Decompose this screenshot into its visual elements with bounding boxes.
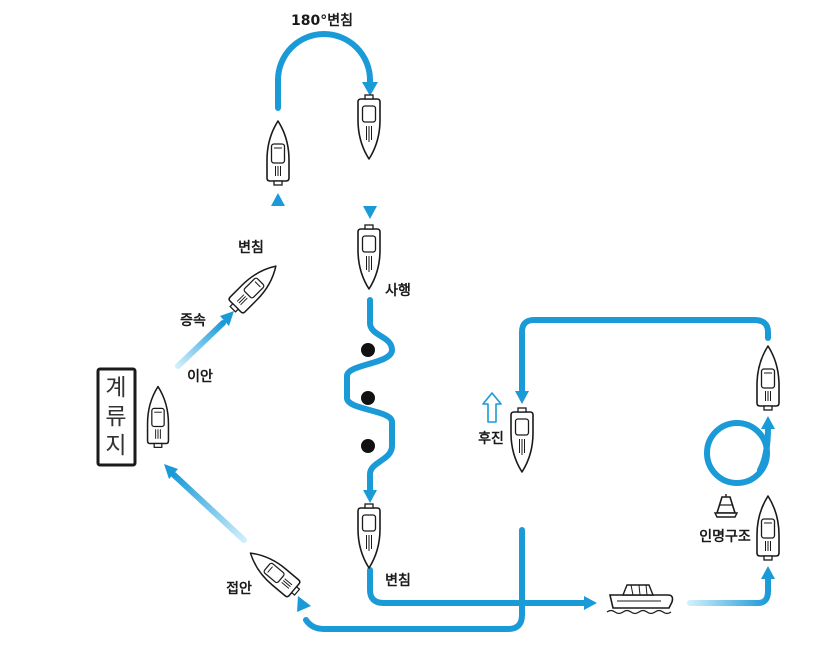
label-turn-2: 변침 (385, 573, 411, 589)
arrowhead-icon (515, 391, 529, 404)
arrowhead-icon (363, 490, 377, 503)
dot-marker-icon (361, 439, 375, 453)
arrowhead-icon (761, 566, 775, 579)
path-reverse (303, 527, 525, 632)
path-u-turn (275, 31, 373, 111)
boat-icon (146, 385, 170, 449)
mooring-label-3: 지 (105, 433, 126, 459)
path-to-rescue (687, 575, 771, 606)
boat-icon (266, 120, 290, 186)
dot-marker-icon (361, 391, 375, 405)
boat-icon (756, 345, 780, 411)
boat-icon (606, 584, 674, 615)
arrowhead-icon (363, 206, 377, 219)
arrowhead-icon (297, 596, 311, 612)
course-path (164, 31, 775, 632)
path-return-top (519, 317, 771, 395)
boats (146, 94, 780, 615)
label-rescue: 인명구조 (699, 528, 751, 545)
boat-icon (357, 94, 381, 160)
path-rescue-up (757, 425, 771, 473)
dot-marker-icon (361, 343, 375, 357)
hollow-up-arrow-icon (482, 392, 502, 423)
mooring-label-1: 계 (105, 375, 126, 401)
arrowhead-icon (584, 596, 597, 610)
boat-icon (357, 503, 381, 569)
labels: 180°변침 변침 증속 이안 사행 후진 인명구조 변침 접안 (180, 13, 751, 597)
label-docking: 접안 (226, 580, 252, 597)
arrowhead-icon (761, 416, 775, 429)
label-u-turn: 180°변침 (291, 13, 353, 29)
mooring-label-2: 류 (105, 404, 126, 430)
boat-icon (510, 407, 534, 473)
path-slalom (344, 297, 395, 495)
arrowhead-icon (362, 82, 378, 96)
slalom-markers (361, 343, 375, 453)
path-docking (171, 472, 247, 543)
path-departure (175, 320, 226, 369)
label-turn-1: 변침 (238, 240, 264, 256)
buoy-icon (713, 494, 739, 518)
path-rescue-loop (704, 420, 770, 486)
label-speed-up: 증속 (180, 313, 206, 329)
label-slalom: 사행 (385, 283, 411, 299)
boat-icon (357, 224, 381, 290)
boat-icon (242, 544, 305, 601)
boat-icon (756, 495, 780, 561)
arrowhead-icon (164, 464, 178, 479)
path-turn-right (367, 567, 589, 606)
arrowhead-icon (220, 311, 234, 326)
label-reverse: 후진 (478, 430, 504, 447)
arrowhead-icon (271, 193, 285, 206)
label-departure: 이안 (187, 368, 213, 385)
mooring-dock: 계 류 지 (96, 367, 137, 467)
boat-icon (224, 258, 284, 318)
